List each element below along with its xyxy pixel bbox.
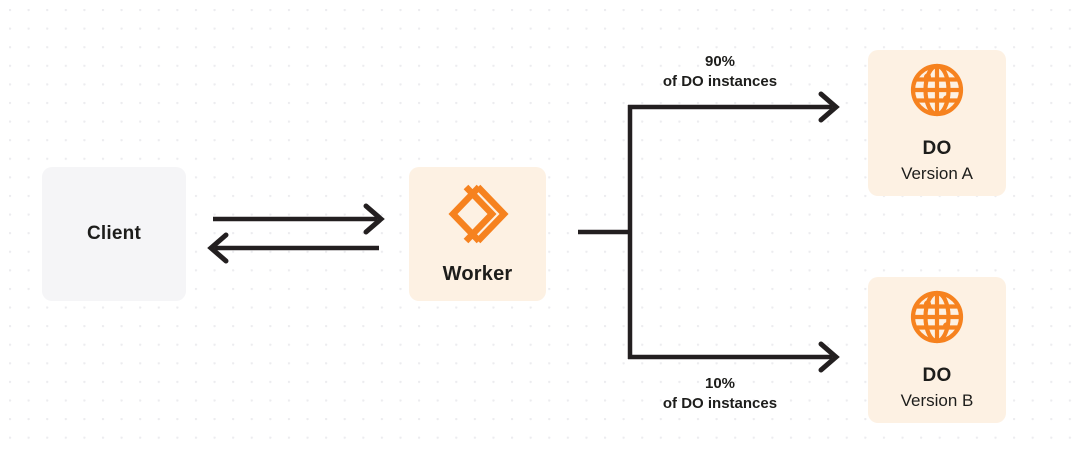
node-worker[interactable]: Worker bbox=[409, 167, 546, 301]
edge-label-do-a-caption: of DO instances bbox=[662, 73, 778, 91]
arrow-worker-to-do-a bbox=[628, 91, 840, 123]
arrow-worker-to-do-b bbox=[628, 341, 840, 373]
node-do-version-a[interactable]: DO Version A bbox=[868, 50, 1006, 196]
edge-label-do-a-percent: 90% bbox=[704, 53, 736, 70]
edge-label-do-a: 90% of DO instances bbox=[604, 52, 836, 93]
node-do-version-b[interactable]: DO Version B bbox=[868, 277, 1006, 423]
branch-connector-worker bbox=[578, 105, 633, 359]
node-client-label: Client bbox=[87, 222, 141, 244]
arrow-client-to-worker bbox=[213, 203, 385, 235]
edge-label-do-b-caption: of DO instances bbox=[662, 395, 778, 413]
globe-icon bbox=[908, 61, 966, 124]
edge-label-do-b-percent: 10% bbox=[704, 375, 736, 392]
node-do-a-sublabel: Version A bbox=[901, 164, 973, 184]
node-do-b-sublabel: Version B bbox=[900, 391, 974, 411]
node-client[interactable]: Client bbox=[42, 167, 186, 301]
globe-icon bbox=[908, 288, 966, 351]
arrow-worker-to-client bbox=[207, 232, 379, 264]
node-worker-label: Worker bbox=[442, 262, 513, 285]
node-do-b-label: DO bbox=[922, 365, 952, 387]
cloudflare-workers-icon bbox=[445, 183, 511, 250]
node-do-a-label: DO bbox=[922, 138, 952, 160]
edge-label-do-b: 10% of DO instances bbox=[604, 374, 836, 415]
